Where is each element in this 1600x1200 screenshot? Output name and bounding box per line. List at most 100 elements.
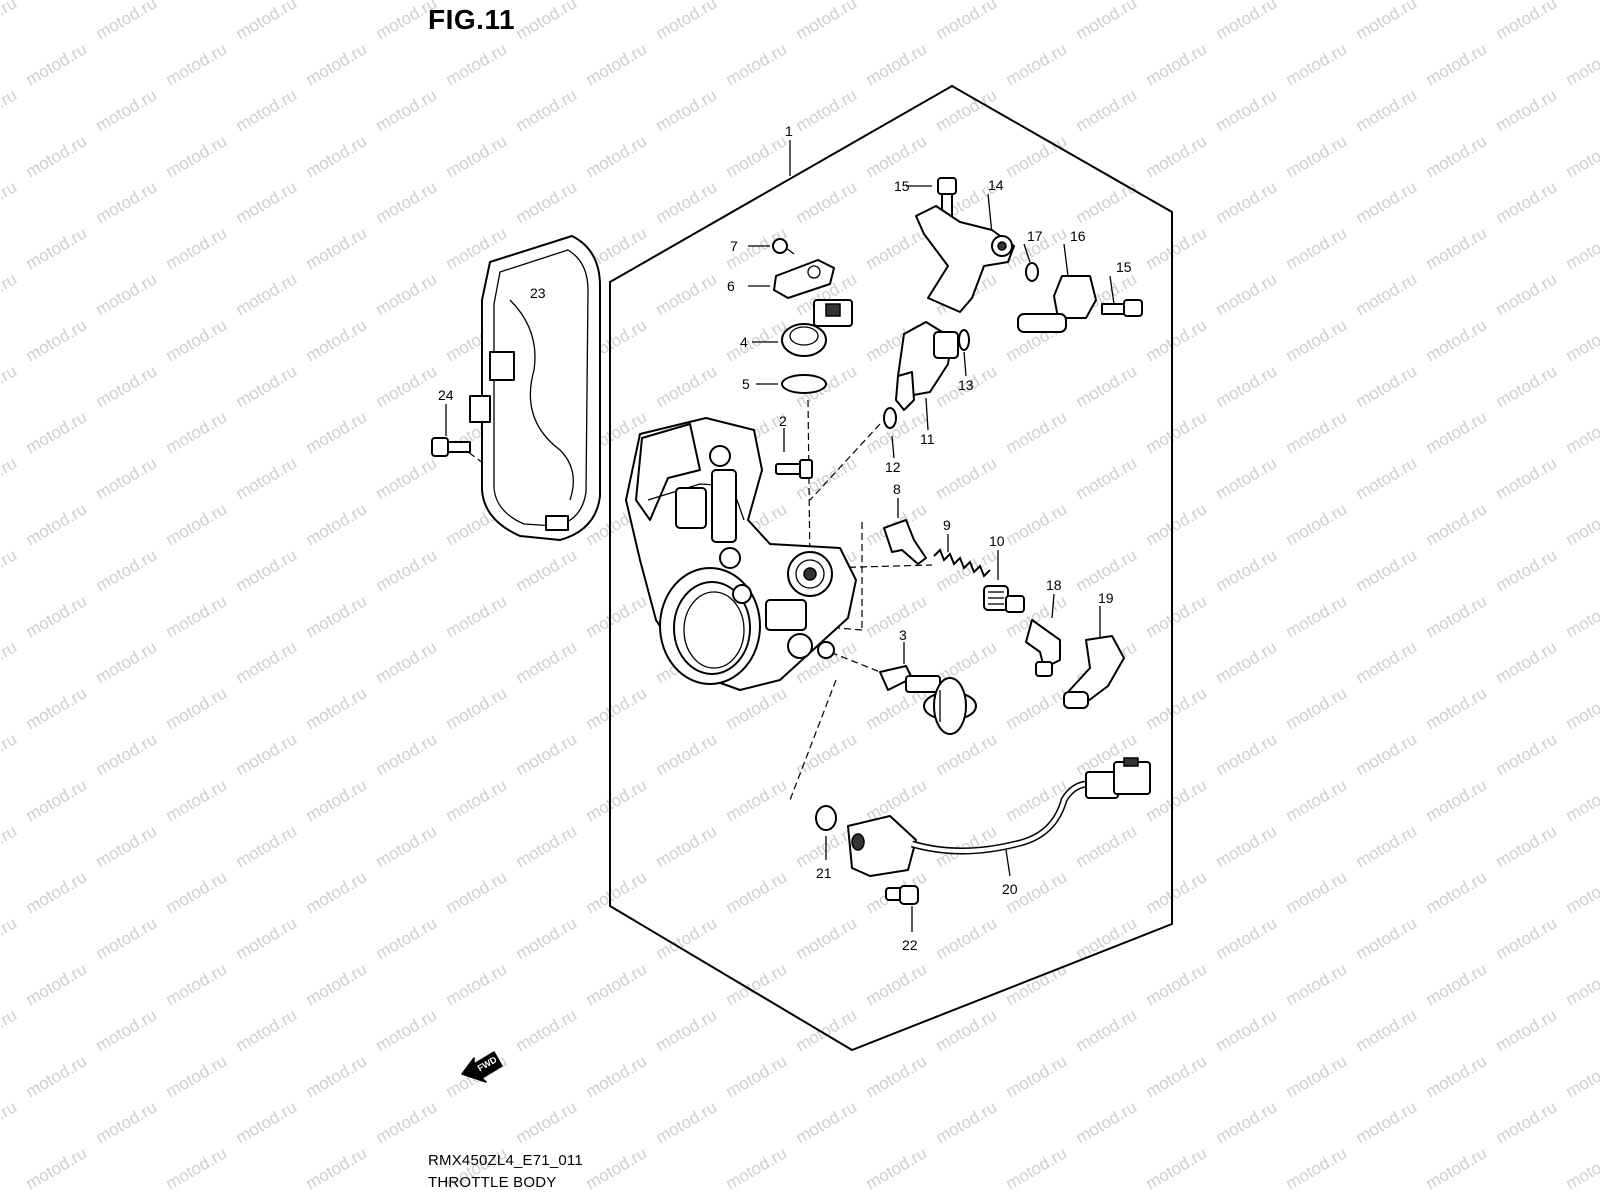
watermark-text: motod.ru [653,85,721,135]
watermark-text: motod.ru [1353,361,1421,411]
watermark-text: motod.ru [653,361,721,411]
part-17-o-ring [1025,262,1039,282]
watermark-text: motod.ru [303,1051,371,1101]
watermark-text: motod.ru [303,131,371,181]
watermark-text: motod.ru [1493,269,1561,319]
watermark-text: motod.ru [1283,499,1351,549]
watermark-text: motod.ru [303,499,371,549]
watermark-text: motod.ru [1213,361,1281,411]
part-16-fitting [1017,275,1097,333]
watermark-text: motod.ru [303,1143,371,1193]
watermark-text: motod.ru [583,959,651,1009]
watermark-text: motod.ru [1143,407,1211,457]
part-21-o-ring [815,805,837,831]
watermark-text: motod.ru [1213,0,1281,43]
watermark-text: motod.ru [1143,1051,1211,1101]
watermark-text: motod.ru [863,39,931,89]
watermark-text: motod.ru [233,0,301,43]
watermark-text: motod.ru [1213,821,1281,871]
watermark-text: motod.ru [1423,867,1491,917]
watermark-text: motod.ru [653,177,721,227]
watermark-text: motod.ru [1003,1143,1071,1193]
watermark-text: motod.ru [933,1005,1001,1055]
watermark-text: motod.ru [1563,499,1600,549]
watermark-text: motod.ru [0,637,20,687]
watermark-text: motod.ru [1563,315,1600,365]
watermark-text: motod.ru [303,867,371,917]
watermark-text: motod.ru [1073,821,1141,871]
watermark-text: motod.ru [1563,775,1600,825]
watermark-text: motod.ru [1283,223,1351,273]
watermark-text: motod.ru [93,177,161,227]
watermark-text: motod.ru [1283,867,1351,917]
watermark-text: motod.ru [1213,637,1281,687]
watermark-text: motod.ru [303,315,371,365]
watermark-text: motod.ru [303,223,371,273]
watermark-text: motod.ru [863,959,931,1009]
watermark-text: motod.ru [233,729,301,779]
watermark-text: motod.ru [1213,913,1281,963]
watermark-text: motod.ru [163,867,231,917]
watermark-text: motod.ru [513,177,581,227]
watermark-text: motod.ru [163,223,231,273]
watermark-text: motod.ru [1563,407,1600,457]
watermark-text: motod.ru [653,1097,721,1147]
watermark-text: motod.ru [1423,591,1491,641]
watermark-text: motod.ru [1213,545,1281,595]
callout-2: 2 [779,413,787,429]
callout-labels: 1 2 3 4 5 6 7 8 9 10 11 12 13 14 15 15 1… [438,123,1132,953]
watermark-text: motod.ru [163,1051,231,1101]
watermark-text: motod.ru [1423,315,1491,365]
part-22-screw [885,885,919,905]
watermark-text: motod.ru [93,1005,161,1055]
watermark-text: motod.ru [1563,39,1600,89]
watermark-text: motod.ru [1283,683,1351,733]
watermark-text: motod.ru [793,177,861,227]
watermark-text: motod.ru [303,407,371,457]
watermark-text: motod.ru [93,453,161,503]
figure-title: FIG.11 [428,4,516,35]
watermark-text: motod.ru [1353,545,1421,595]
watermark-text: motod.ru [373,913,441,963]
watermark-text: motod.ru [23,959,91,1009]
watermark-text: motod.ru [1143,591,1211,641]
watermark-text: motod.ru [723,959,791,1009]
watermark-text: motod.ru [1353,913,1421,963]
watermark-text: motod.ru [1353,269,1421,319]
watermark-text: motod.ru [793,729,861,779]
watermark-text: motod.ru [0,85,20,135]
watermark-text: motod.ru [0,1097,20,1147]
part-8-pin [883,519,927,565]
watermark-text: motod.ru [1213,453,1281,503]
watermark-text: motod.ru [93,269,161,319]
watermark-text: motod.ru [443,591,511,641]
callout-6: 6 [727,278,735,294]
watermark-text: motod.ru [443,683,511,733]
watermark-text: motod.ru [93,1097,161,1147]
watermark-text: motod.ru [373,361,441,411]
watermark-text: motod.ru [1283,959,1351,1009]
watermark-text: motod.ru [443,131,511,181]
part-7-screw [772,238,795,255]
watermark-text: motod.ru [1423,959,1491,1009]
watermark-text: motod.ru [233,269,301,319]
watermark-text: motod.ru [653,729,721,779]
watermark-text: motod.ru [1353,0,1421,43]
callout-8: 8 [893,481,901,497]
part-3-idle-screw [879,665,977,735]
watermark-text: motod.ru [0,821,20,871]
watermark-text: motod.ru [1073,453,1141,503]
watermark-text: motod.ru [1003,407,1071,457]
watermark-text: motod.ru [1143,315,1211,365]
watermark-text: motod.ru [513,821,581,871]
watermark-text: motod.ru [793,913,861,963]
watermark-text: motod.ru [723,683,791,733]
watermark-text: motod.ru [1493,0,1561,43]
watermark-text: motod.ru [1423,683,1491,733]
watermark-text: motod.ru [303,683,371,733]
watermark-text: motod.ru [163,407,231,457]
watermark-text: motod.ru [233,1005,301,1055]
watermark-text: motod.ru [233,361,301,411]
watermark-text: motod.ru [933,0,1001,43]
